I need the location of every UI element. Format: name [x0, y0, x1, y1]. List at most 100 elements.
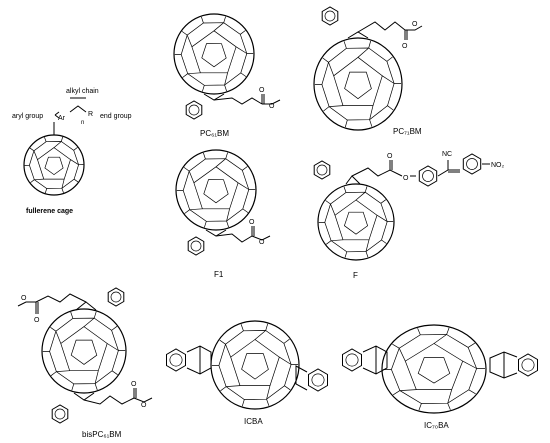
ic70ba-cage-facet-ring-2: [417, 357, 451, 384]
ar-bracket-left: [54, 111, 60, 119]
pc71bm-cage-spoke: [323, 106, 330, 112]
f1-cage-spoke: [225, 152, 228, 159]
ic70ba-cage-spoke: [417, 328, 421, 335]
ic70ba-cage-outline: [381, 324, 487, 414]
bispc61bm-cage-inner-spoke: [55, 331, 62, 344]
f-cage-spoke: [325, 200, 331, 205]
pc71bm-cage-spoke: [387, 105, 394, 111]
pc61bm-ester: [262, 99, 281, 105]
f-label: F: [353, 271, 358, 280]
f1-phenyl-ring-hexagon: [187, 236, 205, 256]
icba-cage-spoke: [240, 324, 244, 331]
ic70ba-cage-inner-spoke: [398, 348, 406, 362]
alkyl-chain-bonds: [69, 105, 87, 113]
generic-fullerene-cage-outline: [23, 134, 85, 196]
pc61bm-butyl-chain: [213, 97, 263, 105]
f1-cage-spoke: [226, 220, 229, 228]
pc61bm-cage-spoke: [223, 16, 226, 23]
f1-cage-inner-spoke: [188, 170, 195, 183]
f-cage-spoke: [344, 251, 348, 258]
generic-fullerene-cage-inner-spoke: [34, 178, 44, 181]
pc61bm-cage-spoke: [240, 30, 246, 35]
bispc61bm-phenyl-ring-bottom-aromatic-circle: [54, 408, 66, 420]
pc71bm-cage-spoke: [369, 119, 373, 127]
pc61bm-cage-facet-ring-2: [201, 43, 227, 68]
bispc61bm-cage-spoke: [50, 371, 57, 376]
bispc61bm-cage-spoke: [93, 311, 97, 319]
f1-cage-facet-ring-0: [182, 158, 250, 222]
ic70ba-label: IC₇₀BA: [424, 421, 449, 430]
generic-fullerene-cage-spoke: [73, 178, 79, 183]
pc71bm-ester: [405, 25, 423, 31]
pc61bm-structure: O O PC₆₁BM: [173, 13, 281, 138]
pc71bm-cage-spoke: [343, 41, 347, 49]
pc61bm-carbonyl: [261, 94, 265, 104]
aryl-group-label: aryl group: [12, 113, 43, 120]
pc61bm-phenyl-ring-hexagon: [185, 100, 203, 120]
bispc61bm-cage-spoke: [111, 326, 118, 331]
f-cage-spoke: [325, 240, 332, 245]
generic-fullerene-cage: [23, 134, 85, 196]
f1-structure: O O F1: [175, 149, 271, 279]
pc61bm-phenyl-ring-aromatic-circle: [188, 104, 200, 116]
bispc61bm-cage-inner-spoke: [56, 370, 70, 372]
pc71bm-carbonyl: [404, 30, 408, 40]
ic70ba-cage-facet-ring-1: [404, 343, 464, 390]
pc71bm-cage-spoke: [368, 40, 372, 49]
fullerene-cage-label: fullerene cage: [26, 208, 73, 215]
f1-o-ester: O: [259, 239, 265, 246]
pc71bm-butyl-chain: [357, 21, 406, 33]
ic70ba-cage-inner-spoke: [447, 389, 453, 404]
bispc61bm-phenyl-ring-top: [107, 287, 125, 307]
icba-cage-spoke: [241, 399, 245, 407]
pc61bm-cage-spoke: [240, 72, 247, 77]
f-cage-inner-spoke: [376, 214, 388, 222]
icba-cage-spoke: [284, 385, 291, 391]
generic-fullerene-cage-spoke: [44, 188, 48, 194]
pc61bm-cage-outline: [173, 13, 255, 95]
ic70ba-cage: [381, 324, 487, 414]
icba-cage: [210, 320, 300, 410]
pc61bm-cage-spoke: [202, 85, 205, 92]
f-nc-label: NC: [442, 151, 452, 158]
pc71bm-cage-outline: [313, 37, 403, 131]
pc61bm-cage: [173, 13, 255, 95]
f1-label: F1: [214, 270, 224, 279]
f-cage: [317, 183, 395, 261]
f1-cage-facet-ring-2: [203, 179, 229, 204]
bispc61bm-cage-spoke: [94, 383, 98, 391]
icba-benzo-ring-left-hexagon: [166, 348, 186, 372]
icba-cage-inner-spoke: [279, 356, 292, 365]
pc61bm-label: PC₆₁BM: [200, 129, 229, 138]
pc61bm-cage-spoke: [224, 84, 227, 92]
f-phenyl-ring: [313, 160, 331, 180]
pc71bm-cage-spoke: [344, 119, 348, 128]
pc71bm-o-carbonyl: O: [402, 43, 408, 50]
bispc61bm-o-carbonyl-bottom: O: [131, 381, 137, 388]
r-label: R: [88, 111, 93, 118]
icba-cage-inner-spoke: [254, 330, 266, 340]
pc61bm-cage-spoke: [182, 73, 188, 78]
pc71bm-cage-facet-ring-0: [321, 47, 395, 121]
ic70ba-cage-inner-spoke: [462, 360, 477, 369]
f-cage-spoke: [381, 239, 387, 244]
pc71bm-cage-facet-ring-2: [344, 71, 372, 100]
icba-benzo-ring-right-aromatic-circle: [311, 373, 325, 387]
bispc61bm-label: bisPC₆₁BM: [82, 430, 122, 439]
f1-cage: [175, 149, 257, 231]
ic70ba-indene-right: [489, 351, 518, 379]
f-propyl-chain: [351, 167, 403, 177]
generic-fullerene-cage-spoke: [61, 188, 64, 193]
icba-cage-spoke: [265, 323, 269, 331]
f1-cage-spoke: [204, 221, 207, 228]
f-phenylene-ring-2-aromatic-circle: [466, 158, 478, 170]
generic-fullerene-cage-inner-spoke: [53, 141, 62, 148]
bispc61bm-cage-facet-ring-1: [60, 326, 108, 372]
f-cage-facet-ring-1: [334, 199, 378, 241]
bispc61bm-chain-bottom: [83, 395, 135, 405]
f-structure: O O NC NO₂ F: [313, 151, 505, 280]
bispc61bm-cage-inner-spoke: [107, 343, 119, 351]
f1-o-carbonyl: O: [249, 219, 255, 226]
bispc61bm-cage: [41, 308, 127, 394]
